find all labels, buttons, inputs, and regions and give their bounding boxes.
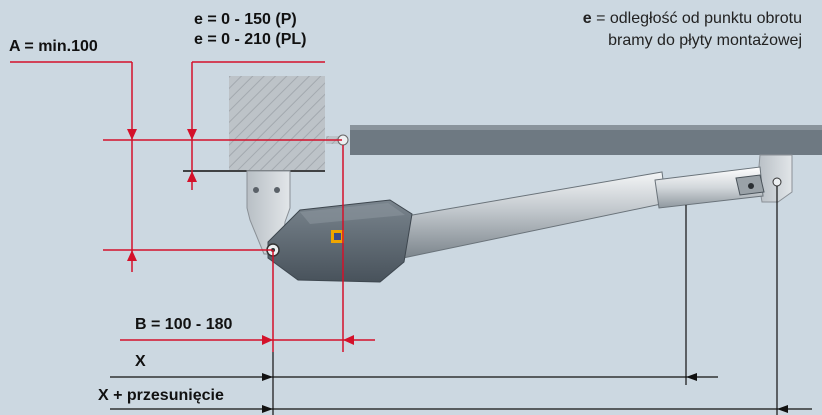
legend-line-1: e = odległość od punktu obrotu	[583, 8, 802, 30]
bracket-bolt-right	[274, 187, 280, 193]
x-arrow-right	[686, 373, 697, 381]
rod-end-pin	[748, 183, 754, 189]
x-dimension-label: X	[135, 353, 146, 370]
e-arrow-bottom	[187, 171, 197, 182]
a-dimension-label: A = min.100	[9, 38, 98, 55]
dimension-lines	[10, 61, 375, 352]
outer-tube	[394, 171, 667, 259]
a-arrow-bottom	[127, 250, 137, 261]
motor-highlight	[300, 203, 405, 224]
b-arrow-left	[262, 335, 273, 345]
legend-e-definition: e = odległość od punktu obrotu bramy do …	[583, 8, 802, 52]
legend-line-1-text: = odległość od punktu obrotu	[591, 10, 802, 27]
rod-end-pivot	[772, 177, 782, 187]
legend-symbol: e	[582, 10, 592, 27]
pillar	[229, 76, 325, 170]
e-arrow-top	[187, 129, 197, 140]
x-offset-arrow-right	[777, 405, 788, 413]
x-offset-arrow-left	[262, 405, 273, 413]
hormann-logo-mark	[334, 233, 341, 240]
e-p-dimension-label: e = 0 - 150 (P)	[194, 11, 297, 28]
legend-line-2: bramy do płyty montażowej	[608, 32, 802, 49]
x-arrow-left	[262, 373, 273, 381]
dimension-arrows	[127, 129, 354, 345]
x-offset-dimension-label: X + przesunięcie	[98, 387, 224, 404]
a-arrow-top	[127, 129, 137, 140]
gate-leaf-highlight	[350, 125, 822, 130]
b-arrow-right	[343, 335, 354, 345]
e-pl-dimension-label: e = 0 - 210 (PL)	[194, 31, 307, 48]
x-dimension-arrows	[262, 373, 788, 413]
x-dimension-lines	[110, 186, 812, 415]
b-dimension-label: B = 100 - 180	[135, 316, 233, 333]
inner-rod	[654, 166, 764, 209]
bracket-bolt-left	[253, 187, 259, 193]
